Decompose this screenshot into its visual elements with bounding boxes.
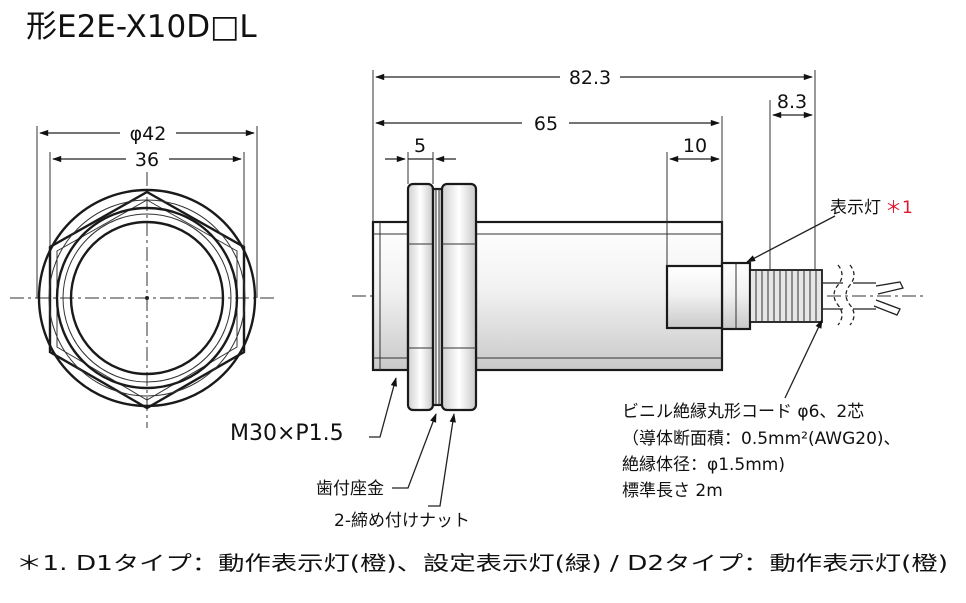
tightening-nut-front xyxy=(406,182,435,412)
toothed-washer xyxy=(431,187,444,407)
footnote: ＊1. D1タイプ：動作表示灯(橙)、設定表示灯(緑) / D2タイプ：動作表示… xyxy=(16,551,948,575)
cable-strain-relief xyxy=(749,269,823,323)
tightening-nut-rear xyxy=(440,182,478,412)
sensing-face xyxy=(665,264,724,330)
dim-washer-offset: 5 xyxy=(414,135,426,157)
nut-label: 2-締め付けナット xyxy=(334,511,470,531)
indicator-label: 表示灯＊1 xyxy=(830,198,913,218)
thread-label: M30×P1.5 xyxy=(230,421,344,446)
cable-label-line4: 標準長さ 2m xyxy=(622,481,723,501)
dim-face-length: 10 xyxy=(683,135,707,157)
dim-front-width: 36 xyxy=(135,149,159,171)
front-view: φ42 36 xyxy=(10,123,278,428)
cable-label-line2: （導体断面積：0.5mm²(AWG20)、 xyxy=(622,429,901,449)
dim-overall-length: 82.3 xyxy=(569,67,611,89)
cable-label-line3: 絶縁体径：φ1.5mm) xyxy=(622,455,785,475)
cable-label-line1: ビニル絶縁丸形コード φ6、2芯 xyxy=(622,402,864,422)
model-title: 形E2E-X10D□L xyxy=(26,9,257,45)
sensor-threaded-head xyxy=(371,220,410,372)
dim-front-diameter: φ42 xyxy=(130,123,167,145)
side-view: 82.3 65 8.3 5 10 表示灯＊1 M30×P1.5 歯付座金 2-締… xyxy=(230,67,925,531)
dim-body-length: 65 xyxy=(534,113,558,135)
cable xyxy=(822,264,904,326)
dim-cable-tip: 8.3 xyxy=(777,91,807,113)
washer-label: 歯付座金 xyxy=(316,479,384,499)
